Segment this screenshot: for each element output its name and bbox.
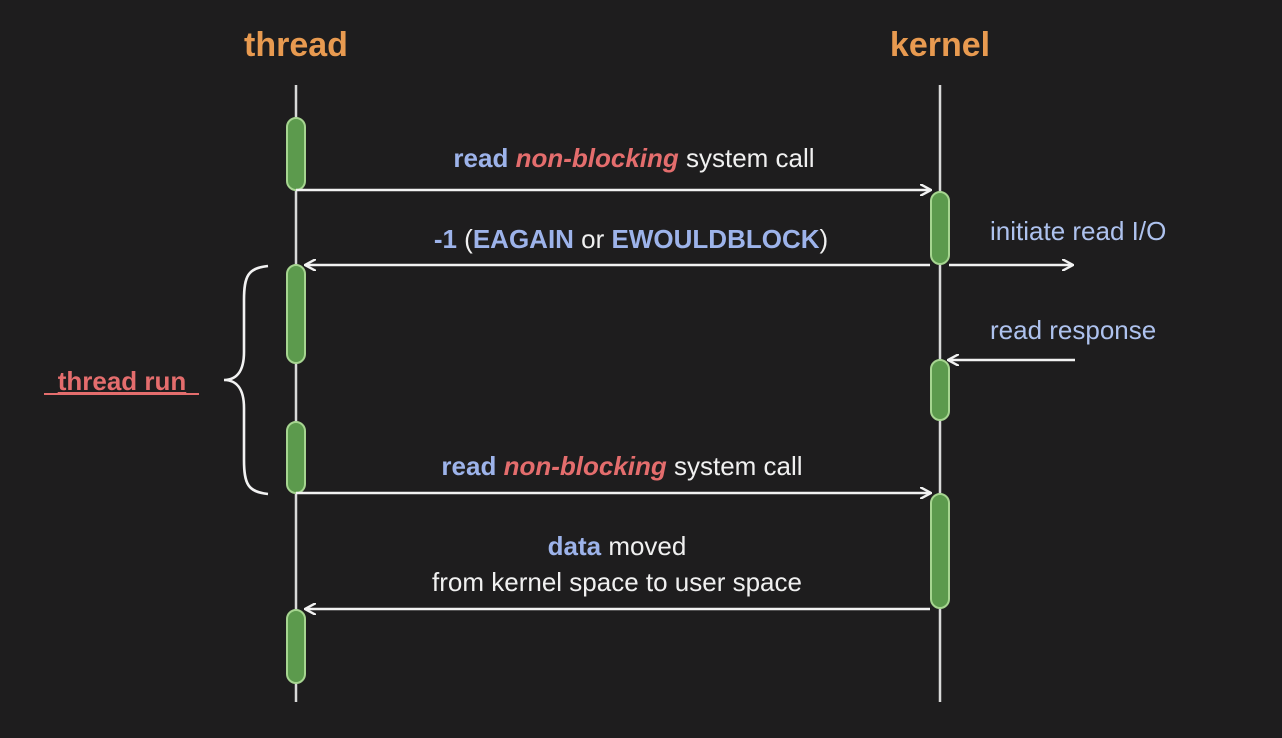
reply1-or: or (574, 224, 612, 254)
thread-run-label: thread run (58, 366, 187, 396)
call1-keyword: read (453, 143, 508, 173)
reply2-rest: moved (601, 531, 686, 561)
reply1-err2: EWOULDBLOCK (612, 224, 820, 254)
reply1-code: -1 (434, 224, 457, 254)
reply2-keyword: data (548, 531, 602, 561)
thread-run-brace (223, 264, 269, 496)
thread-activation-bar (286, 264, 306, 364)
call1-mode: non-blocking (516, 143, 679, 173)
thread-activation-bar (286, 421, 306, 494)
thread-header: thread (244, 26, 348, 64)
kernel-activation-bar (930, 493, 950, 609)
reply1-label: -1 (EAGAIN or EWOULDBLOCK) (434, 224, 828, 254)
kernel-activation-bar (930, 191, 950, 265)
thread-activation-bar (286, 609, 306, 684)
call2-label: read non-blocking system call (441, 451, 802, 481)
thread-activation-bar (286, 117, 306, 191)
read-response-label: read response (990, 315, 1156, 345)
call1-rest: system call (679, 143, 815, 173)
reply2-label: data moved (548, 531, 687, 561)
kernel-header: kernel (890, 26, 990, 64)
reply1-err1: EAGAIN (473, 224, 574, 254)
reply2-label-line2: from kernel space to user space (432, 567, 802, 597)
initiate-io-label: initiate read I/O (990, 216, 1166, 246)
kernel-activation-bar (930, 359, 950, 421)
call2-rest: system call (667, 451, 803, 481)
call1-label: read non-blocking system call (453, 143, 814, 173)
call2-mode: non-blocking (504, 451, 667, 481)
call2-keyword: read (441, 451, 496, 481)
reply1-close: ) (820, 224, 829, 254)
reply1-open: ( (457, 224, 473, 254)
